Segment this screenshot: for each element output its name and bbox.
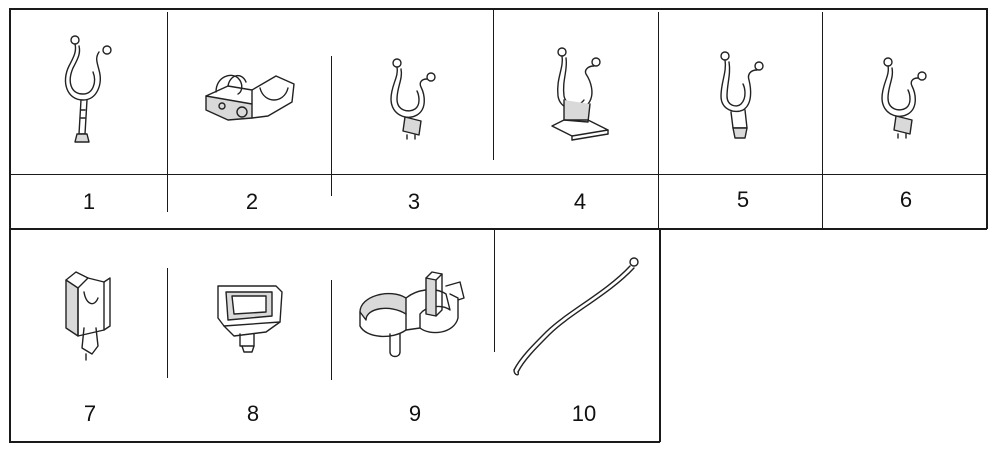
part-8-frame-clip-icon <box>210 278 290 363</box>
part-2-saddle-clamp-icon <box>198 58 308 143</box>
part-4-label: 4 <box>573 189 587 214</box>
part-6-label: 6 <box>899 187 913 212</box>
right-border-bottom <box>659 228 661 442</box>
part-3-wire-clip-icon <box>385 55 445 150</box>
row-divider <box>9 228 987 230</box>
part-1-loop-clip-icon <box>55 30 125 155</box>
top-row-top-border <box>9 8 987 10</box>
part-4-bracket-clip-icon <box>548 44 618 149</box>
divider-col-9-10 <box>494 228 495 352</box>
part-7-channel-clip-icon <box>58 268 118 369</box>
divider-col-1-2 <box>167 12 168 212</box>
divider-col-7-8 <box>167 268 168 378</box>
bottom-row-bottom-border <box>9 441 660 443</box>
divider-col-2-3 <box>331 56 332 196</box>
part-10-label: 10 <box>571 401 597 426</box>
part-6-wire-clip-icon <box>876 54 936 149</box>
part-1-label: 1 <box>82 189 96 214</box>
part-10-cable-tie-icon <box>506 252 646 387</box>
part-3-label: 3 <box>407 189 421 214</box>
part-7-label: 7 <box>83 401 97 426</box>
left-border <box>9 8 11 442</box>
part-5-pin-clip-icon <box>713 48 773 149</box>
right-border-top <box>986 8 988 229</box>
part-9-label: 9 <box>408 401 422 426</box>
divider-col-3-4 <box>493 10 494 160</box>
top-row-label-divider <box>9 174 987 175</box>
divider-col-4-5 <box>658 12 659 228</box>
part-5-label: 5 <box>736 187 750 212</box>
divider-col-5-6 <box>822 12 823 230</box>
part-8-label: 8 <box>246 401 260 426</box>
divider-col-8-9 <box>331 280 332 380</box>
part-2-label: 2 <box>245 189 259 214</box>
part-9-double-band-clamp-icon <box>350 264 480 369</box>
